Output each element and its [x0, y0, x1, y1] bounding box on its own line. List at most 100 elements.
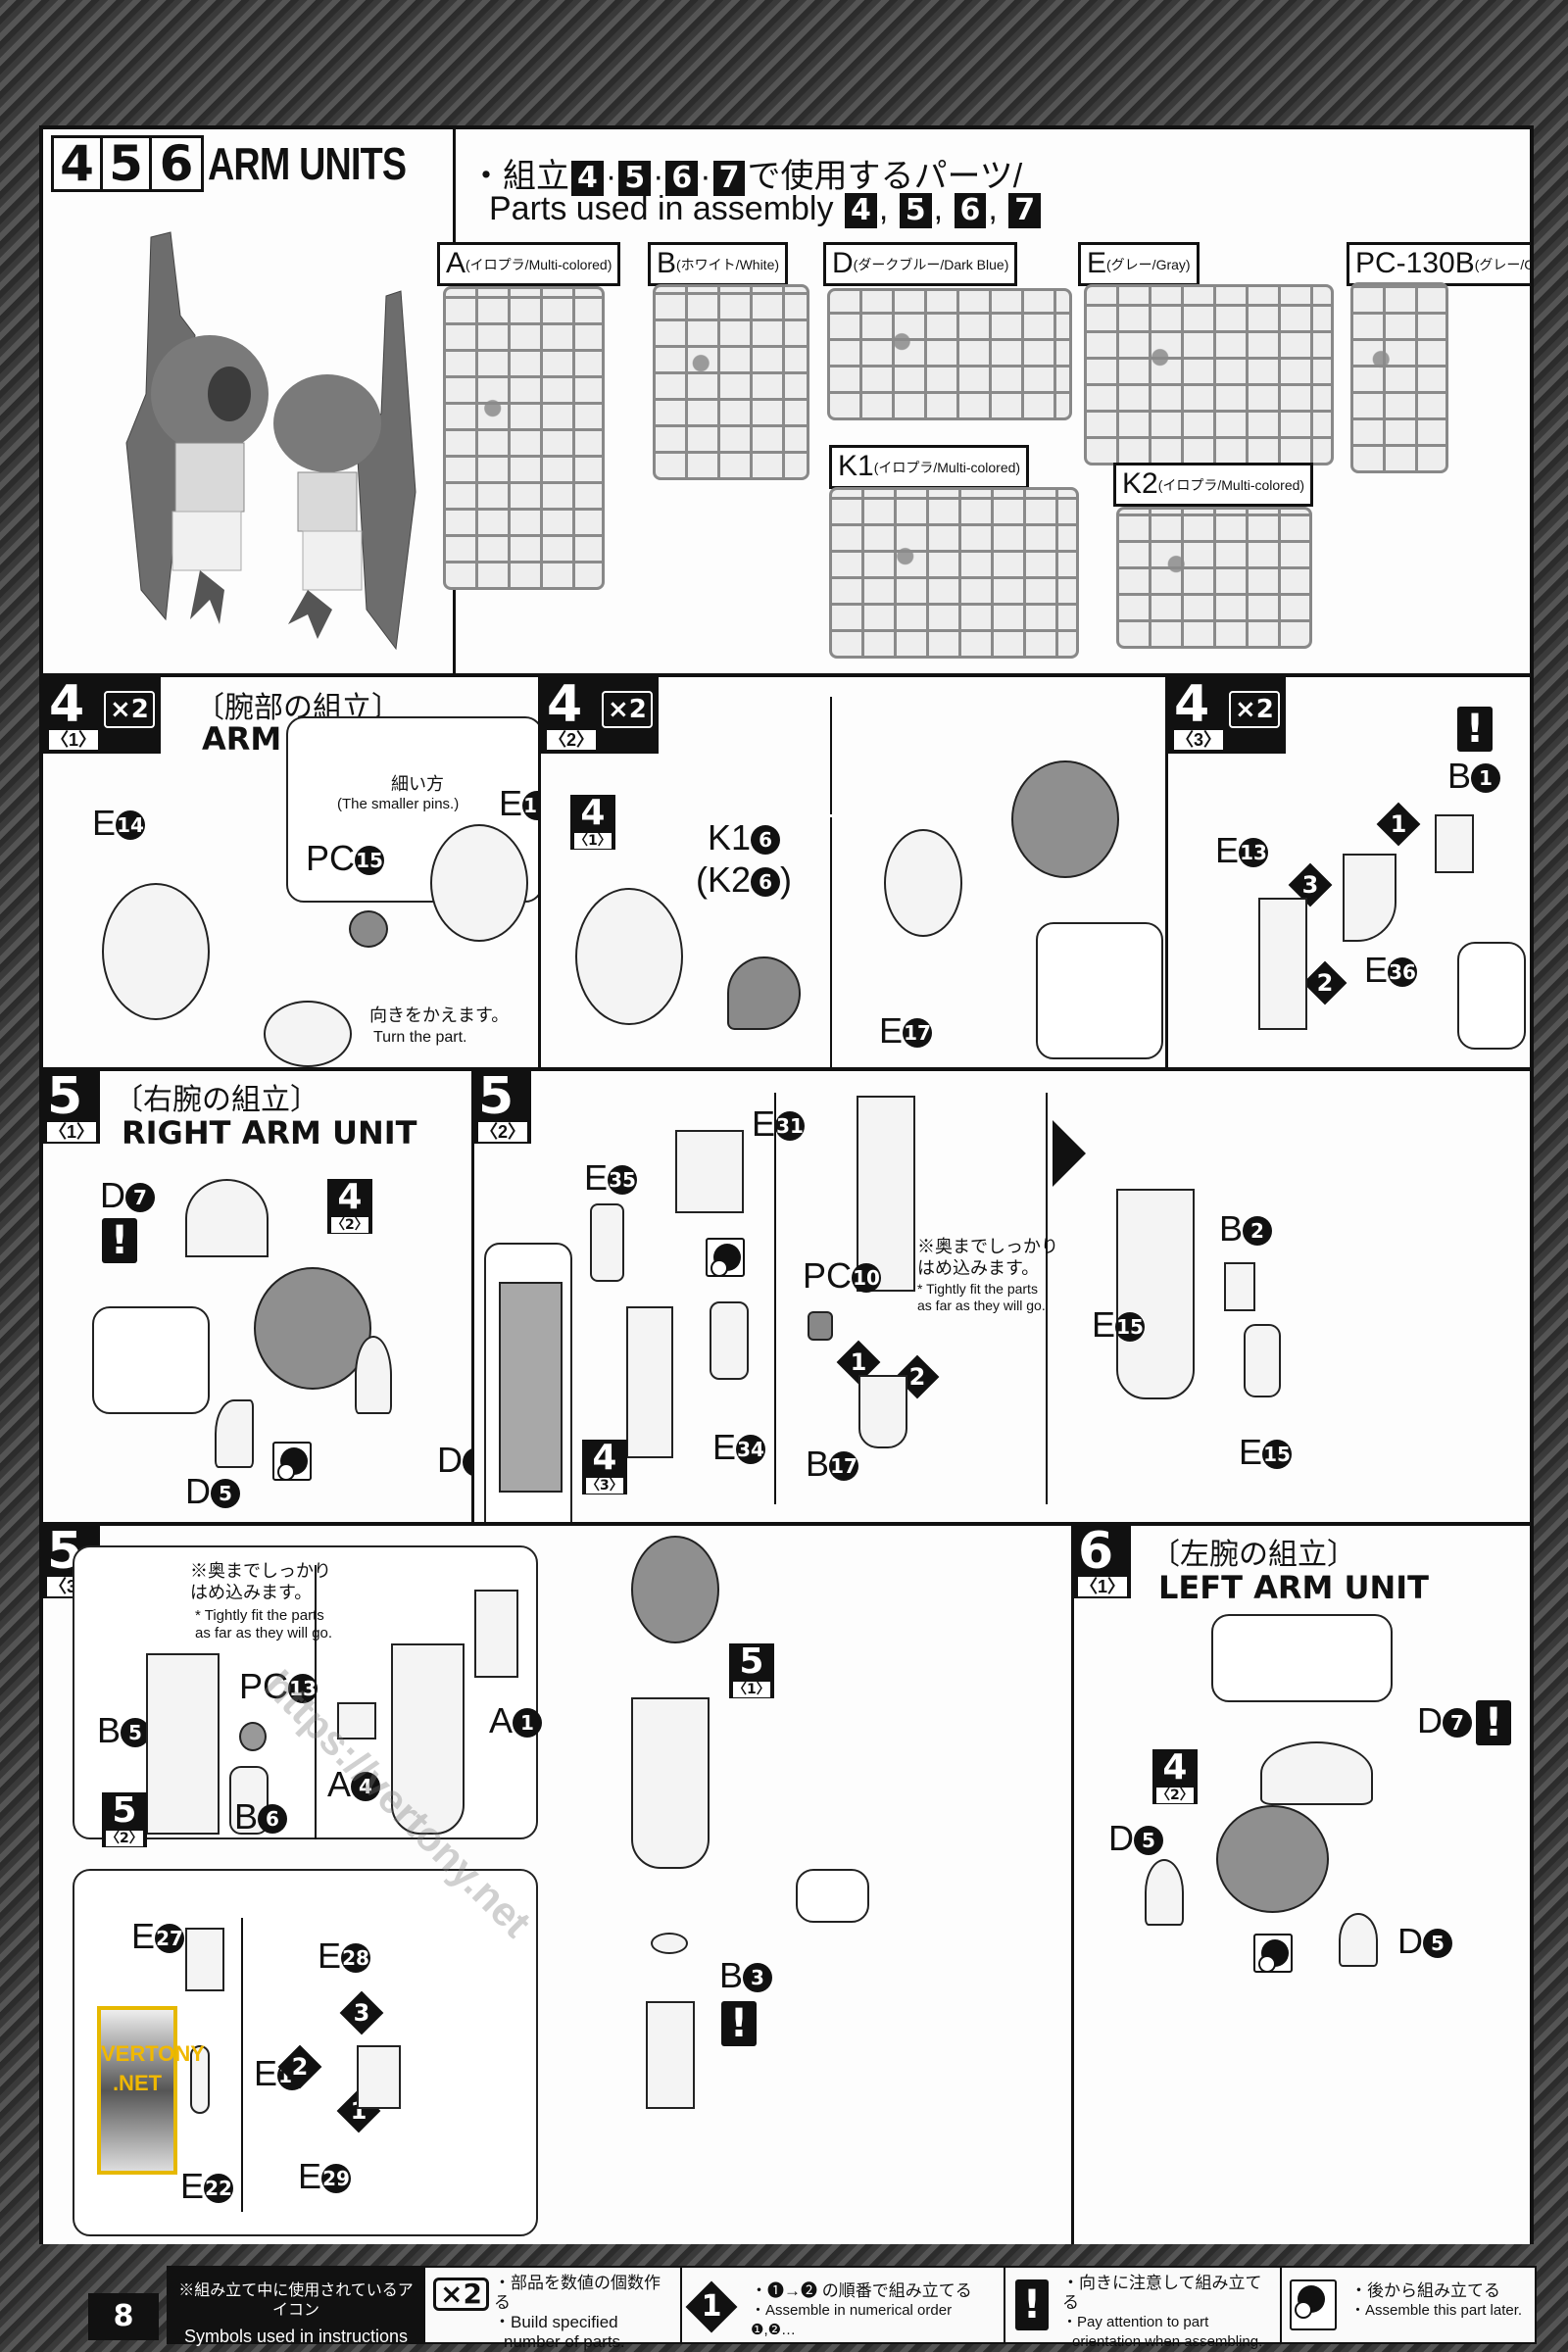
step-badge: 6〈1〉 — [1074, 1526, 1132, 1598]
part-d7-drawing — [185, 1179, 269, 1257]
assemble-later-icon — [1253, 1934, 1293, 1973]
note-line: ※奥までしっかり — [190, 1561, 331, 1581]
runner-letter: K1 — [838, 450, 874, 482]
callout-divider — [315, 1565, 317, 1839]
runner-letter: B — [657, 247, 677, 279]
detail-callout — [1036, 922, 1163, 1059]
order-number: 1 — [1390, 810, 1407, 838]
shoulder-joint-drawing — [631, 1536, 719, 1643]
step-5-3-panel: 5〈3〉 ※奥までしっかりはめ込みます。 * Tightly fit the p… — [43, 1526, 1074, 2244]
order-number: 1 — [701, 2289, 722, 2324]
shoulder-joint-drawing — [1011, 760, 1119, 878]
assemble-later-icon — [272, 1442, 312, 1481]
part-letter: ) — [780, 859, 793, 900]
part-e27-drawing — [185, 1928, 224, 1991]
part-number: 10 — [852, 1263, 882, 1294]
order-step-3-icon: 3 — [1288, 862, 1333, 907]
legend-text-en: ・Build specified — [494, 2313, 618, 2331]
part-d7-drawing — [1260, 1741, 1373, 1805]
note-line: * Tightly fit the parts — [195, 1607, 324, 1624]
part-number: 7 — [1443, 1708, 1472, 1739]
step-number: 4 — [547, 677, 583, 734]
part-letter: A — [489, 1700, 514, 1740]
step-5-2-panel: 5〈2〉 E35 E31 E34 4〈3〉 ※奥までしっかりはめ込みます。 * … — [474, 1071, 1530, 1522]
order-number: 2 — [908, 1363, 926, 1391]
multiplier-icon: ×2 — [1229, 691, 1280, 728]
part-label-pc13: PC13 — [239, 1668, 318, 1705]
part-letter: B — [806, 1444, 830, 1484]
note-line: * Tightly fit the parts — [917, 1281, 1038, 1297]
detail-callout — [1211, 1614, 1393, 1702]
runner-label-pc130b: PC-130B(グレー/Gray) — [1347, 242, 1530, 287]
arm-frame-drawing — [626, 1306, 673, 1458]
part-pc10-drawing — [808, 1311, 833, 1341]
order-step-icon: 1 — [685, 2280, 738, 2333]
part-number: 22 — [204, 2174, 234, 2204]
attention-icon: ! — [1476, 1700, 1511, 1745]
row-divider — [43, 673, 1530, 677]
part-e36-drawing — [1343, 854, 1396, 942]
order-number: 3 — [353, 1999, 370, 2027]
assembly-step-badge: 6 — [954, 193, 987, 228]
part-label-e34: E34 — [712, 1429, 766, 1466]
part-letter: PC — [239, 1666, 289, 1706]
step-sub-number: 〈1〉 — [47, 1122, 97, 1142]
part-e34-drawing — [710, 1301, 749, 1380]
ref-number: 4 — [337, 1177, 363, 1217]
part-letter: D — [1108, 1818, 1134, 1858]
callout-divider — [830, 697, 832, 814]
runner-letter: PC-130B — [1355, 247, 1475, 279]
logo-text: .NET — [112, 2071, 163, 2095]
attention-icon: ! — [1457, 707, 1493, 752]
part-letter: B — [1447, 756, 1472, 796]
assembly-step-badge: 7 — [1008, 193, 1042, 228]
part-e14-drawing — [102, 883, 210, 1020]
part-number: 3 — [743, 1963, 773, 1993]
runner-desc: (ダークブルー/Dark Blue) — [853, 257, 1009, 273]
multiplier-icon: ×2 — [602, 691, 653, 728]
forearm-assembly-drawing — [631, 1697, 710, 1869]
part-letter: E — [318, 1936, 342, 1976]
part-letter: PC — [803, 1255, 853, 1296]
order-step-3-icon: 3 — [339, 1990, 384, 2035]
assembly-step-badge: 6 — [665, 161, 699, 196]
ref-sub-number: 〈1〉 — [573, 832, 612, 850]
part-letter: D — [185, 1471, 211, 1511]
step-badge: 4〈3〉 ×2 — [1168, 677, 1286, 754]
step-4-1-panel: 4〈1〉 ×2 〔腕部の組立〕 ARM UNITS E14 細い方 (The s… — [43, 677, 541, 1067]
sprue-d — [827, 288, 1072, 420]
part-label-e14: E14 — [92, 805, 146, 842]
part-number: 7 — [125, 1183, 155, 1213]
page-title: ARM UNITS — [208, 138, 407, 189]
part-letter: D — [1397, 1921, 1423, 1961]
ref-number: 4 — [580, 793, 606, 833]
runner-letter: E — [1087, 247, 1107, 279]
order-number: 2 — [1316, 969, 1334, 997]
note-line: はめ込みます。 — [190, 1583, 313, 1602]
parts-title-en: Parts used in assembly 4, 5, 6, 7 — [489, 190, 1043, 228]
legend-text-en: ・Assemble this part later. — [1350, 2302, 1523, 2319]
part-letter: E — [180, 2166, 205, 2206]
part-number: 17 — [903, 1018, 933, 1049]
part-d5-right-drawing — [1339, 1913, 1378, 1967]
step-reference-4-2: 4〈2〉 — [1152, 1749, 1198, 1804]
part-number: 27 — [155, 1924, 185, 1954]
step-sub-number: 〈2〉 — [478, 1122, 528, 1142]
part-e16-drawing — [430, 824, 528, 942]
part-b1-drawing — [1435, 814, 1474, 873]
legend-text-jp: ・向きに注意して組み立てる — [1062, 2274, 1262, 2312]
part-letter: E — [584, 1157, 609, 1198]
runner-desc: (ホワイト/White) — [676, 257, 780, 273]
part-a4-drawing — [337, 1702, 376, 1740]
part-number: 14 — [116, 810, 146, 841]
page-number: 8 — [88, 2293, 159, 2340]
part-a1-drawing — [474, 1590, 518, 1678]
